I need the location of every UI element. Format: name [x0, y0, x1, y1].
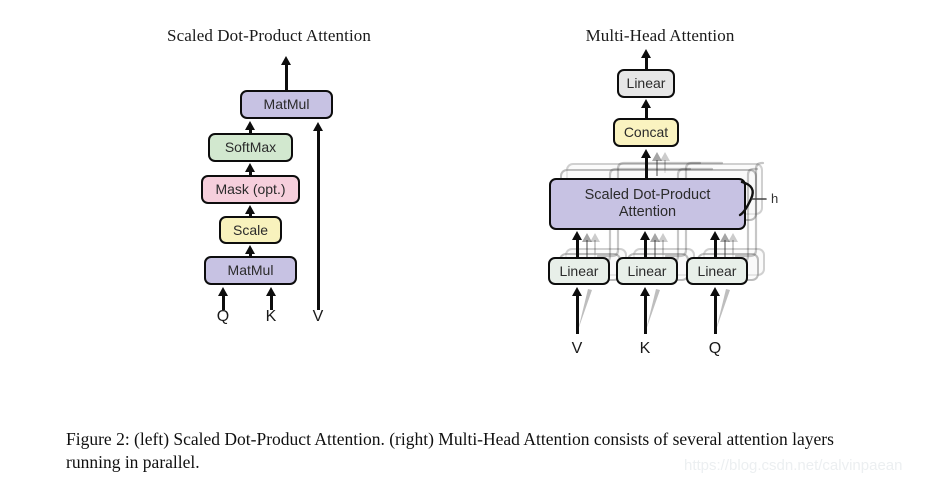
right-diagram-title: Multi-Head Attention	[585, 26, 735, 45]
right-node-attention-label-line2: Attention	[618, 204, 677, 220]
right-head-arrow-ghost1-line	[656, 160, 659, 176]
right-linear-v-arrow-ghost1-head	[581, 233, 592, 242]
right-arrow-attention-concat-line	[645, 156, 648, 180]
right-linear-q-arrow-ghost1-head	[719, 233, 730, 242]
right-node-linear-q[interactable]: Linear	[686, 257, 748, 285]
right-node-linear-k-label: Linear	[627, 262, 667, 279]
right-input-v-arrowhead	[571, 287, 582, 296]
left-arrow-matmul-scale-head	[244, 245, 255, 254]
left-node-matmul-top-label: MatMul	[263, 96, 310, 113]
left-input-label-v: V	[312, 308, 324, 325]
left-node-matmul-top[interactable]: MatMul	[240, 90, 333, 119]
right-head-arrow-ghost2-head	[659, 152, 670, 161]
left-input-label-q: Q	[216, 308, 230, 325]
left-node-scale-label: Scale	[232, 221, 269, 238]
right-linear-v-arrow-ghost1-line	[586, 240, 589, 258]
right-node-concat-label: Concat	[623, 124, 669, 141]
right-node-linear-top[interactable]: Linear	[617, 69, 675, 98]
left-node-matmul-bottom-label: MatMul	[227, 262, 274, 279]
left-node-mask[interactable]: Mask (opt.)	[201, 175, 300, 204]
left-output-line	[285, 62, 288, 92]
right-arrow-concat-linear-head	[640, 99, 651, 108]
watermark-text: https://blog.csdn.net/calvinpaean	[684, 457, 903, 474]
right-node-attention-label-line1: Scaled Dot-Product	[584, 187, 711, 204]
left-input-q-line	[222, 294, 225, 310]
right-linear-q-arrow-line	[714, 238, 717, 260]
left-node-softmax-label: SoftMax	[224, 139, 277, 156]
right-output-arrowhead	[640, 49, 651, 58]
right-input-v-line	[576, 294, 579, 334]
left-diagram-title: Scaled Dot-Product Attention	[167, 26, 371, 45]
right-node-linear-q-label: Linear	[697, 262, 737, 279]
right-linear-v-arrow-ghost2-line	[594, 240, 597, 258]
right-linear-q-arrow-head	[709, 231, 720, 240]
right-linear-k-arrow-ghost2-line	[662, 240, 665, 258]
right-linear-v-arrow-ghost2-head	[589, 233, 600, 242]
left-node-softmax[interactable]: SoftMax	[208, 133, 293, 162]
left-input-k-arrowhead	[265, 287, 276, 296]
left-input-v-arrowhead	[312, 122, 323, 131]
left-output-arrowhead	[280, 56, 291, 65]
right-linear-k-arrow-ghost2-head	[657, 233, 668, 242]
right-input-q-arrowhead	[709, 287, 720, 296]
right-input-q-line	[714, 294, 717, 334]
figure-caption: Figure 2: (left) Scaled Dot-Product Atte…	[66, 429, 834, 473]
right-input-label-v: V	[571, 340, 583, 357]
left-input-k-line	[270, 294, 273, 310]
left-input-label-k: K	[265, 308, 277, 325]
right-input-label-q: Q	[708, 340, 722, 357]
right-input-k-line	[644, 294, 647, 334]
right-node-scaled-dot-product-attention[interactable]: Scaled Dot-Product Attention	[549, 178, 746, 230]
right-head-arrow-ghost1-head	[651, 152, 662, 161]
right-linear-v-arrow-head	[571, 231, 582, 240]
right-input-label-k: K	[639, 340, 651, 357]
right-linear-k-arrow-ghost1-head	[649, 233, 660, 242]
left-node-matmul-bottom[interactable]: MatMul	[204, 256, 297, 285]
right-linear-k-arrow-head	[639, 231, 650, 240]
right-node-linear-k[interactable]: Linear	[616, 257, 678, 285]
left-node-scale[interactable]: Scale	[219, 216, 282, 244]
right-node-linear-v[interactable]: Linear	[548, 257, 610, 285]
right-linear-k-arrow-ghost1-line	[654, 240, 657, 258]
right-arrow-attention-concat-head	[640, 149, 651, 158]
right-linear-v-arrow-line	[576, 238, 579, 260]
right-linear-q-arrow-ghost2-head	[727, 233, 738, 242]
right-arrow-concat-linear-line	[645, 107, 648, 119]
right-input-k-arrowhead	[639, 287, 650, 296]
left-input-q-arrowhead	[217, 287, 228, 296]
left-arrow-softmax-matmul-head	[244, 121, 255, 130]
left-arrow-mask-softmax-head	[244, 163, 255, 172]
right-node-concat[interactable]: Concat	[613, 118, 679, 147]
right-linear-k-arrow-line	[644, 238, 647, 260]
right-node-linear-top-label: Linear	[626, 75, 666, 92]
right-node-linear-v-label: Linear	[559, 262, 599, 279]
right-linear-q-arrow-ghost2-line	[732, 240, 735, 258]
heads-count-label: h	[771, 191, 779, 206]
right-linear-q-arrow-ghost1-line	[724, 240, 727, 258]
left-arrow-scale-mask-head	[244, 205, 255, 214]
left-node-mask-label: Mask (opt.)	[215, 181, 286, 198]
left-input-v-line	[317, 130, 320, 310]
right-head-arrow-ghost2-line	[664, 160, 667, 173]
right-output-line	[645, 56, 648, 70]
